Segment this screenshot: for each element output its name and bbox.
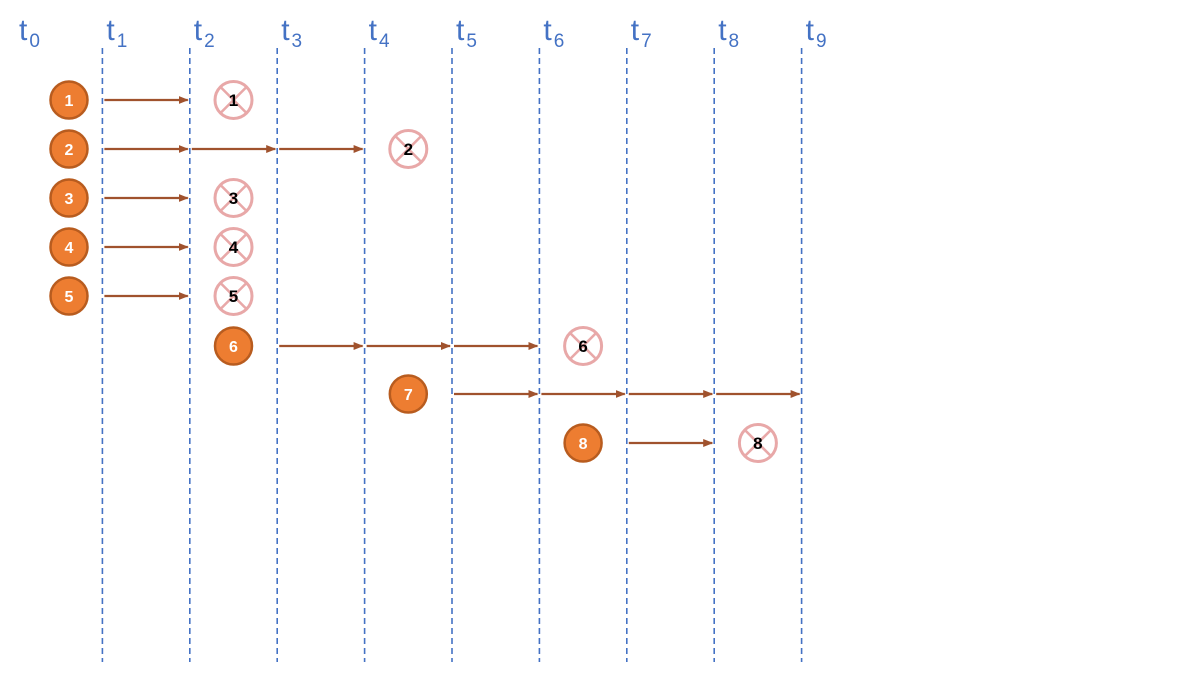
process-arrows xyxy=(104,96,801,447)
start-circle xyxy=(49,129,89,169)
process-4-terminated-icon: 4 xyxy=(213,227,254,267)
process-label: 6 xyxy=(229,339,238,356)
process-8-start-node: 8 xyxy=(563,423,603,463)
start-circle xyxy=(49,80,89,120)
time-step-gridlines xyxy=(101,48,803,662)
process-6-terminated-icon: 6 xyxy=(563,326,604,366)
time-label-subscript: 0 xyxy=(29,31,40,52)
start-circle xyxy=(388,374,429,414)
process-4-start-node: 4 xyxy=(49,227,89,267)
cross-stroke xyxy=(744,429,772,457)
start-circle xyxy=(213,326,254,366)
time-label-subscript: 6 xyxy=(554,31,565,52)
terminated-process-label: 1 xyxy=(229,91,238,110)
start-circle xyxy=(563,423,603,463)
time-label-main: t xyxy=(369,14,378,47)
terminated-process-label: 3 xyxy=(229,189,238,208)
process-label: 7 xyxy=(404,387,413,404)
process-3-start-node: 3 xyxy=(49,178,89,218)
time-label-main: t xyxy=(19,14,28,47)
time-label-main: t xyxy=(194,14,203,47)
process-1-start-node: 1 xyxy=(49,80,89,120)
start-circle xyxy=(49,276,89,316)
time-label-main: t xyxy=(631,14,640,47)
terminated-process-label: 4 xyxy=(229,238,239,257)
process-7-start-node: 7 xyxy=(388,374,429,414)
process-label: 5 xyxy=(65,289,74,306)
start-circle xyxy=(49,227,89,267)
cross-stroke xyxy=(220,184,247,212)
time-label-subscript: 7 xyxy=(641,31,652,52)
time-label-subscript: 4 xyxy=(379,31,390,52)
process-label: 1 xyxy=(65,93,74,110)
time-label-subscript: 9 xyxy=(816,31,827,52)
time-label-subscript: 8 xyxy=(729,31,740,52)
time-label-main: t xyxy=(456,14,465,47)
time-label-subscript: 5 xyxy=(466,31,477,52)
process-label: 2 xyxy=(65,142,74,159)
cross-stroke xyxy=(394,135,422,163)
process-5-terminated-icon: 5 xyxy=(213,276,254,316)
terminated-process-label: 5 xyxy=(229,287,238,306)
cross-stroke xyxy=(220,233,247,261)
process-2-terminated-icon: 2 xyxy=(388,129,429,169)
process-label: 3 xyxy=(65,191,74,208)
time-label-main: t xyxy=(718,14,727,47)
terminated-process-label: 8 xyxy=(753,434,762,453)
time-label-subscript: 3 xyxy=(292,31,303,52)
time-label-main: t xyxy=(543,14,552,47)
time-label-subscript: 2 xyxy=(204,31,215,52)
process-nodes: 1 1 2 2 3 3 4 4 5 5 6 6 7 8 8 xyxy=(49,80,778,463)
process-label: 4 xyxy=(65,240,74,257)
time-label-main: t xyxy=(806,14,815,47)
time-label-subscript: 1 xyxy=(117,31,128,52)
process-5-start-node: 5 xyxy=(49,276,89,316)
process-3-terminated-icon: 3 xyxy=(213,178,254,218)
process-2-start-node: 2 xyxy=(49,129,89,169)
cross-stroke xyxy=(220,86,247,114)
time-label-main: t xyxy=(106,14,115,47)
terminated-process-label: 2 xyxy=(404,140,413,159)
time-label-main: t xyxy=(281,14,290,47)
start-circle xyxy=(49,178,89,218)
cross-stroke xyxy=(220,282,247,310)
process-6-start-node: 6 xyxy=(213,326,254,366)
terminated-process-label: 6 xyxy=(578,337,587,356)
process-1-terminated-icon: 1 xyxy=(213,80,254,120)
process-8-terminated-icon: 8 xyxy=(737,423,778,463)
process-label: 8 xyxy=(579,436,588,453)
cross-stroke xyxy=(569,332,597,360)
